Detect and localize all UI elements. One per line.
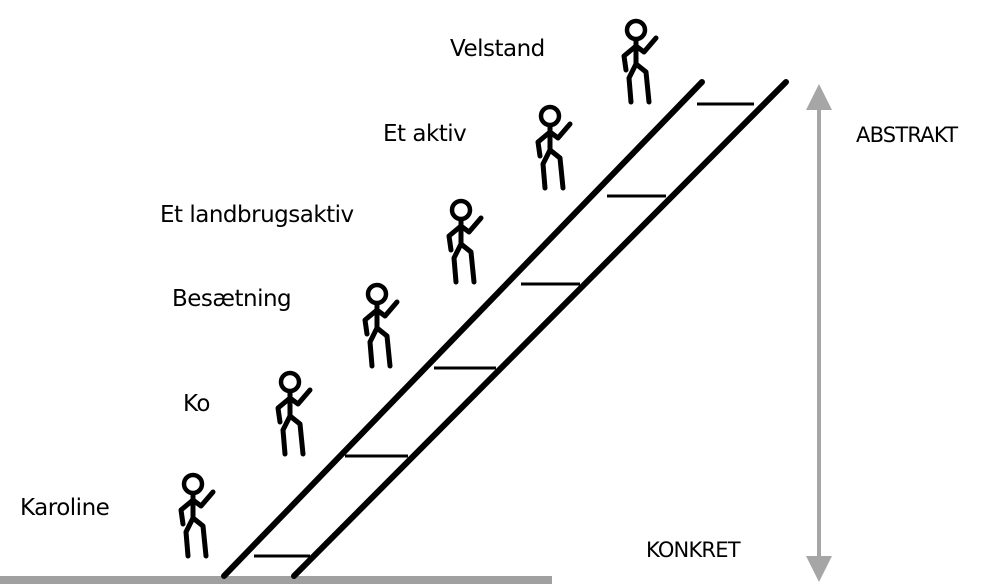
- axis-arrowhead-up: [806, 84, 832, 110]
- axis-arrowhead-down: [806, 556, 832, 582]
- level-label-ko: Ko: [183, 391, 211, 417]
- stick-figure-climbing-icon: [449, 201, 481, 282]
- stick-figure-climbing-icon: [365, 285, 397, 366]
- stick-figure-climbing-icon: [181, 475, 213, 556]
- ladder-rail-right: [291, 79, 789, 579]
- level-label-velstand: Velstand: [450, 36, 545, 62]
- stick-figure-climbing-icon: [538, 107, 570, 188]
- ground-line: [0, 576, 552, 584]
- axis-label-konkret: KONKRET: [646, 538, 741, 562]
- level-label-besaetning: Besætning: [172, 286, 292, 312]
- level-label-et-aktiv: Et aktiv: [383, 121, 467, 147]
- ladder-rail-left: [221, 79, 705, 579]
- level-label-landbrugsaktiv: Et landbrugsaktiv: [160, 202, 354, 228]
- axis-label-abstrakt: ABSTRAKT: [856, 123, 958, 147]
- stick-figure-climbing-icon: [624, 21, 656, 102]
- stick-figure-climbing-icon: [278, 373, 310, 454]
- level-label-karoline: Karoline: [20, 495, 110, 521]
